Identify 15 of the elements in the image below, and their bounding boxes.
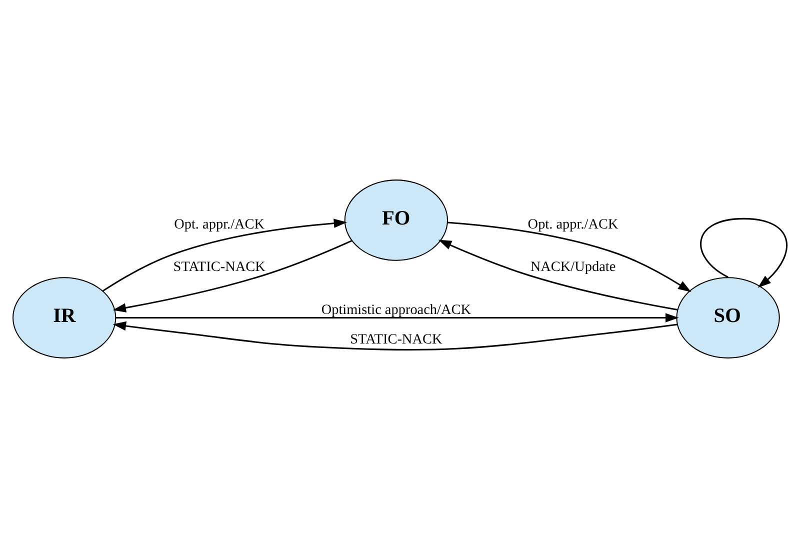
edge-label: Opt. appr./ACK — [174, 216, 265, 232]
node-ellipse: FO — [344, 179, 448, 260]
arrow — [448, 221, 692, 292]
arrow — [112, 240, 352, 312]
edge-label: STATIC-NACK — [350, 330, 442, 347]
arrow — [438, 239, 678, 310]
arrow — [700, 217, 788, 288]
edge-label: Optimistic approach/ACK — [321, 301, 472, 318]
arrow — [112, 320, 678, 350]
node-ellipse: IR — [12, 276, 116, 358]
edge-label: NACK/Update — [530, 258, 616, 275]
arrow — [116, 312, 679, 322]
edge-label: STATIC-NACK — [173, 258, 266, 275]
arrow — [102, 218, 348, 292]
edge-label: Opt. appr./ACK — [528, 216, 618, 232]
